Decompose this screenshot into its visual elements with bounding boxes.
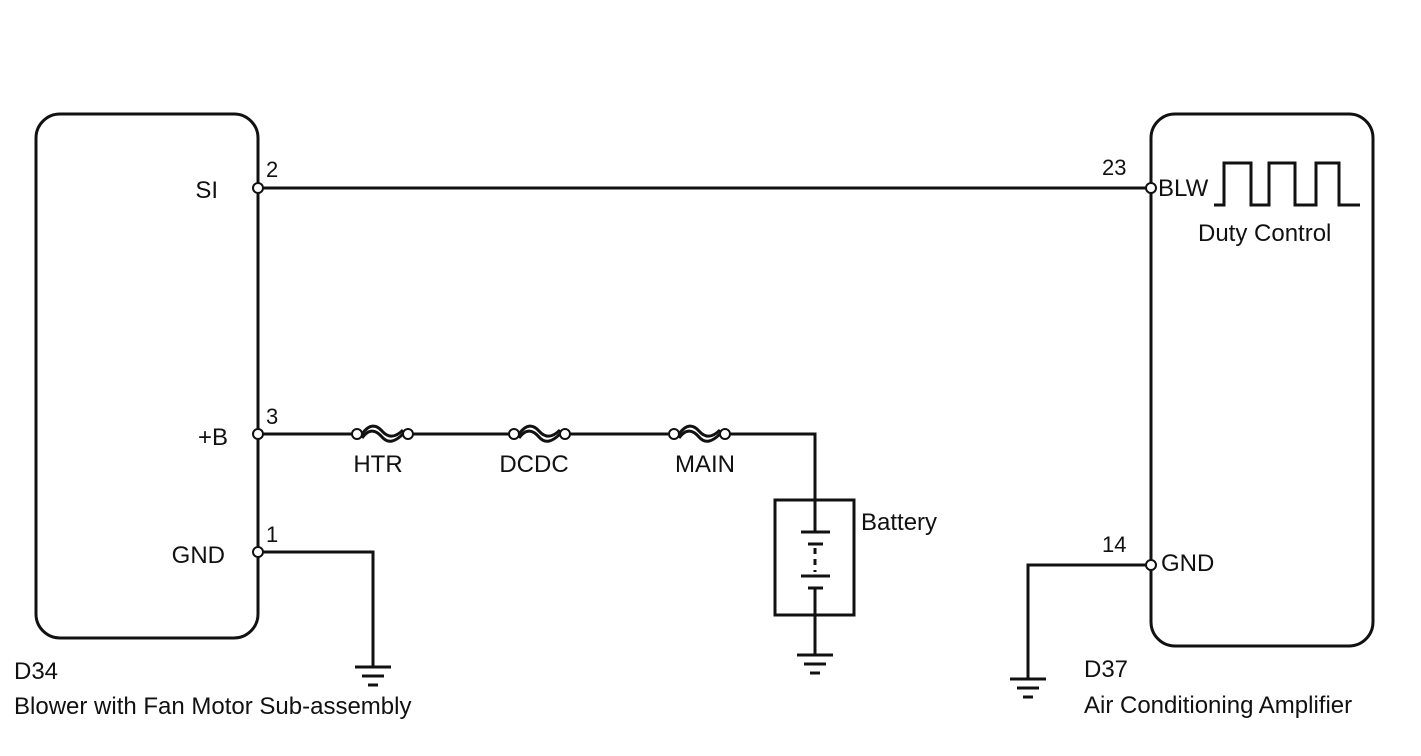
duty-control-waveform-icon	[1214, 161, 1360, 207]
fuse-htr: HTR	[351, 424, 414, 478]
duty-control-label: Duty Control	[1198, 220, 1331, 247]
terminal-blower-gnd	[252, 546, 264, 558]
fuse-dcdc-terminal-right	[559, 428, 571, 440]
amplifier-name: Air Conditioning Amplifier	[1084, 692, 1352, 719]
fuse-htr-icon	[360, 424, 405, 438]
blower-pin-gnd-number: 1	[266, 522, 278, 547]
fuse-dcdc-label: DCDC	[499, 451, 568, 478]
fuse-main-icon	[677, 424, 722, 438]
blower-name: Blower with Fan Motor Sub-assembly	[14, 693, 411, 720]
amplifier-pin-blw-label: BLW	[1158, 175, 1209, 202]
amplifier-pin-gnd-label: GND	[1161, 550, 1214, 577]
wiring	[256, 186, 1146, 679]
terminal-si	[252, 182, 264, 194]
blower-pin-gnd-label: GND	[172, 542, 225, 569]
blower-code: D34	[14, 658, 58, 685]
amplifier-code: D37	[1084, 656, 1128, 683]
fuse-main-terminal-right	[719, 428, 731, 440]
amplifier-pin-gnd-number: 14	[1102, 532, 1126, 557]
blower-pin-si-label: SI	[195, 177, 218, 204]
ground-icon-blower	[355, 665, 391, 687]
terminals	[252, 182, 1157, 571]
blower-pin-b-number: 3	[266, 404, 278, 429]
fuse-main: MAIN	[668, 424, 735, 478]
fuse-dcdc-terminal-left	[508, 428, 520, 440]
ground-icon-battery	[797, 653, 833, 675]
terminal-amplifier-gnd	[1145, 559, 1157, 571]
blower-component: SI +B GND 2 3 1 D34 Blower with Fan Moto…	[14, 112, 411, 720]
terminal-blw	[1145, 182, 1157, 194]
terminal-b	[252, 428, 264, 440]
fuse-main-label: MAIN	[675, 451, 735, 478]
amplifier-component: BLW GND 23 14 Duty Control D37 Air Condi…	[1084, 112, 1375, 719]
amplifier-pin-blw-number: 23	[1102, 155, 1126, 180]
fuse-htr-icon-inner	[360, 429, 405, 443]
battery-label: Battery	[861, 509, 937, 536]
blower-ground-wire	[263, 550, 375, 666]
fuse-main-terminal-left	[668, 428, 680, 440]
fuse-dcdc-icon	[517, 424, 562, 438]
power-wire-segment-4	[730, 432, 817, 500]
ground-icon-amplifier	[1010, 677, 1046, 699]
blower-pin-si-number: 2	[266, 157, 278, 182]
fuse-main-icon-inner	[677, 429, 722, 443]
amplifier-box	[1149, 112, 1375, 648]
fuse-htr-label: HTR	[353, 451, 402, 478]
fuse-dcdc-icon-inner	[517, 429, 562, 443]
fuse-dcdc: DCDC	[499, 424, 571, 478]
battery: Battery	[773, 498, 937, 655]
blower-pin-b-label: +B	[198, 424, 228, 451]
fuse-htr-terminal-right	[402, 428, 414, 440]
amplifier-ground-wire	[1026, 563, 1146, 679]
fuse-htr-terminal-left	[351, 428, 363, 440]
